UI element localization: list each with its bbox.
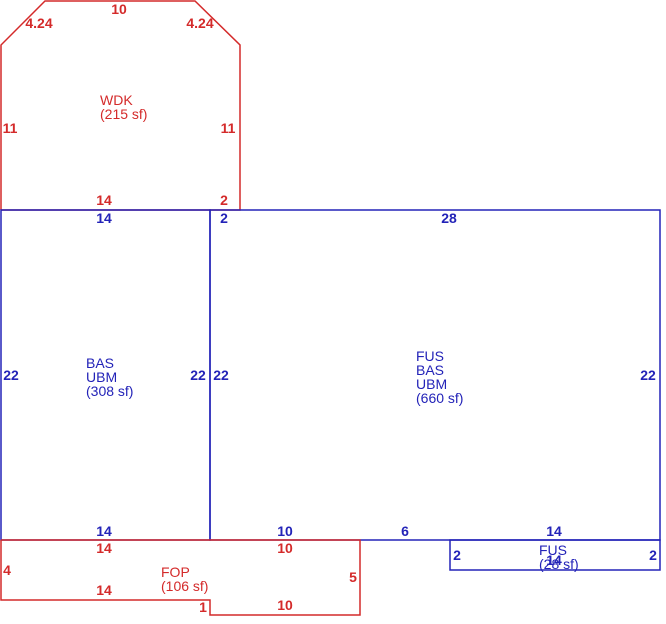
fop-size: (106 sf) — [161, 578, 208, 594]
dim-fus-right: 22 — [640, 367, 656, 383]
dim-fop-left: 4 — [3, 562, 11, 578]
fus-small-outline — [449, 539, 661, 571]
wdk-code: WDK — [100, 92, 133, 108]
dim-fop-step: 1 — [199, 599, 207, 615]
dim-fus-small-bottom: 14 — [546, 552, 562, 568]
wdk-size: (215 sf) — [100, 106, 147, 122]
bas-left-size: (308 sf) — [86, 383, 133, 399]
dim-fus-bottom-b: 6 — [401, 523, 409, 539]
dim-bas-left: 22 — [3, 367, 19, 383]
dim-wdk-right: 11 — [221, 120, 236, 136]
dim-fus-small-left: 2 — [453, 547, 461, 563]
dim-bas-bottom: 14 — [96, 523, 112, 539]
dim-fus-left: 22 — [213, 367, 229, 383]
fus-main-outline — [209, 209, 661, 541]
dim-fus-small-right: 2 — [649, 547, 657, 563]
fus-main-size: (660 sf) — [416, 390, 463, 406]
dim-fop-bottom-left: 14 — [96, 582, 112, 598]
dim-fus-bottom-c: 14 — [546, 523, 562, 539]
dim-wdk-left: 11 — [3, 120, 18, 136]
dim-fop-top-left: 14 — [96, 540, 112, 556]
dim-fop-bottom-right: 10 — [277, 597, 293, 613]
fop-code: FOP — [161, 564, 190, 580]
dim-fop-right: 5 — [349, 569, 357, 585]
fus-main-line1: FUS — [416, 348, 444, 364]
fus-main-line3: UBM — [416, 376, 447, 392]
dim-bas-top: 14 — [96, 210, 112, 226]
dim-fus-top-left: 2 — [220, 210, 228, 226]
dim-wdk-top: 10 — [111, 1, 127, 17]
dim-wdk-diag-right: 4.24 — [186, 15, 213, 31]
dim-fus-bottom-a: 10 — [277, 523, 293, 539]
fus-small-code: FUS — [539, 542, 567, 558]
bas-left-line2: UBM — [86, 369, 117, 385]
dim-fus-top: 28 — [441, 210, 457, 226]
dim-wdk-bottom: 14 — [96, 192, 112, 208]
dim-bas-right: 22 — [190, 367, 206, 383]
bas-left-line1: BAS — [86, 355, 114, 371]
dim-fop-top-right: 10 — [277, 540, 293, 556]
fop-outline — [0, 539, 361, 616]
fus-small-size: (28 sf) — [539, 556, 579, 572]
dim-wdk-diag-left: 4.24 — [25, 15, 52, 31]
fus-main-line2: BAS — [416, 362, 444, 378]
dim-wdk-bottom-right: 2 — [220, 192, 228, 208]
